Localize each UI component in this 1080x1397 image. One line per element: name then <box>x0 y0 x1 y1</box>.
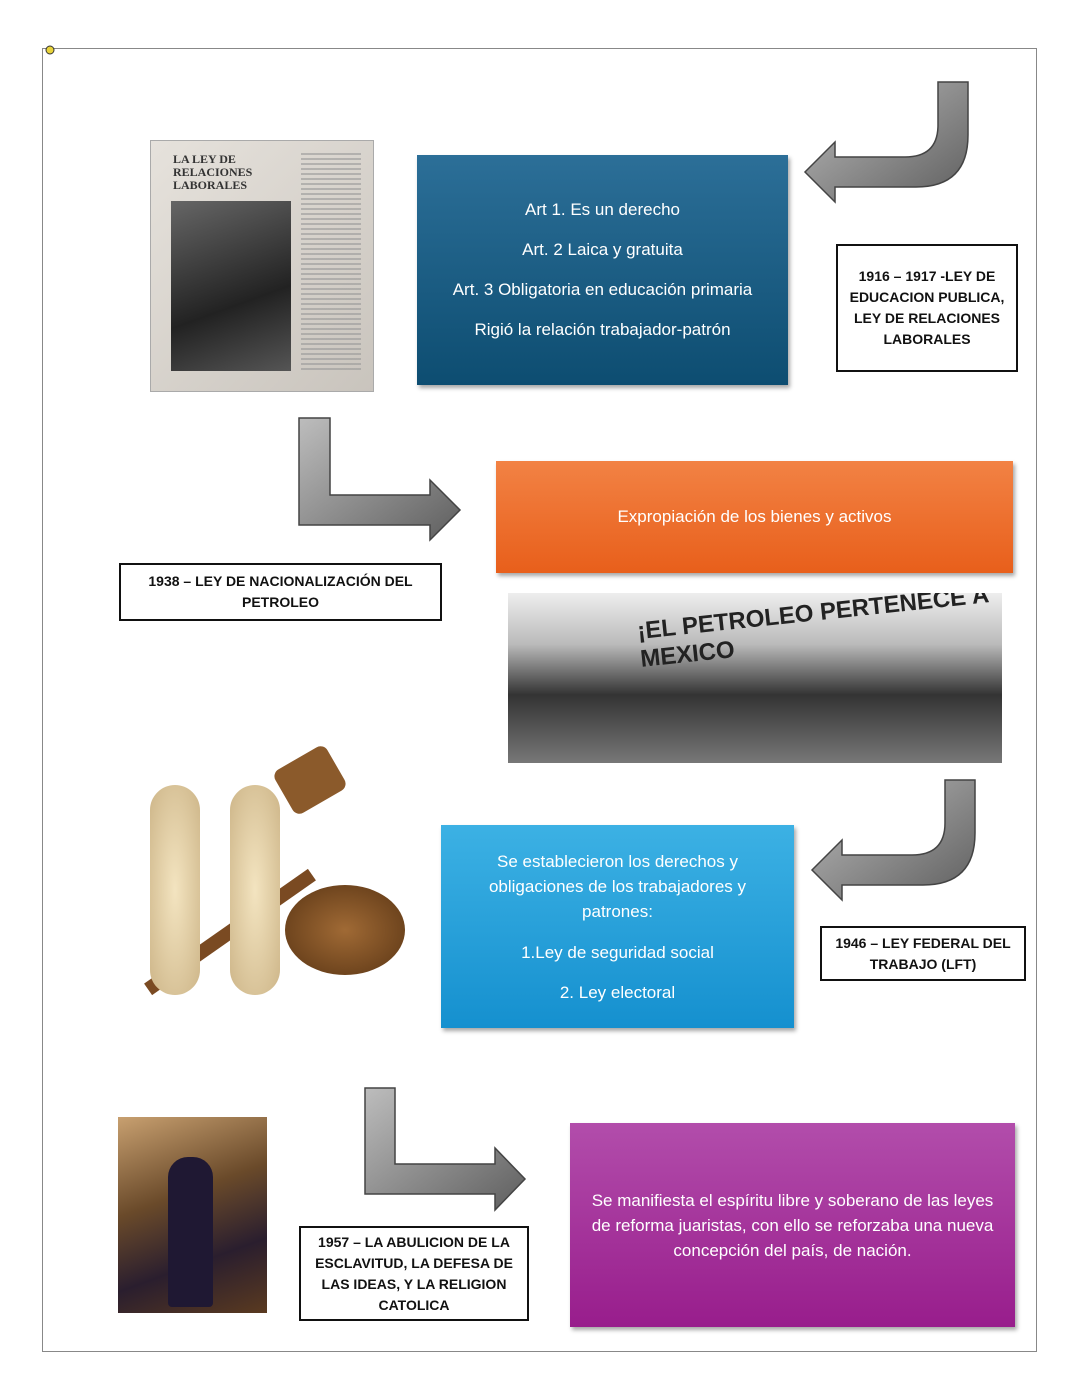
text-line: 2. Ley electoral <box>559 983 676 1002</box>
newspaper-image: LA LEY DE RELACIONES LABORALES <box>150 140 374 392</box>
text-line: Art. 2 Laica y gratuita <box>522 240 683 259</box>
text-line: Rigió la relación trabajador-patrón <box>474 320 731 339</box>
text-line: Se establecieron los derechos y obligaci… <box>488 852 747 921</box>
oil-protest-photo: ¡EL PETROLEO PERTENECE A MEXICO <box>508 593 1002 763</box>
text-line: Se manifiesta el espíritu libre y sobera… <box>591 1190 994 1260</box>
gavel-handshake-image <box>130 745 408 1018</box>
text-line: Expropiación de los bienes y activos <box>617 507 892 526</box>
text-line: 1.Ley de seguridad social <box>521 943 714 962</box>
curved-arrow-left-icon <box>810 779 976 902</box>
newspaper-columns <box>301 153 361 373</box>
info-box-1938: Expropiación de los bienes y activos <box>496 461 1013 573</box>
label-1957: 1957 – LA ABULICION DE LA ESCLAVITUD, LA… <box>299 1226 529 1321</box>
text-line: Art. 3 Obligatoria en educación primaria <box>452 280 753 299</box>
elbow-arrow-right-icon <box>364 1087 527 1212</box>
info-box-1957: Se manifiesta el espíritu libre y sobera… <box>570 1123 1015 1327</box>
worker-photo <box>171 201 291 371</box>
label-1946: 1946 – LEY FEDERAL DEL TRABAJO (LFT) <box>820 926 1026 981</box>
page-border <box>42 48 1037 1352</box>
historical-painting <box>118 1117 267 1313</box>
label-1938: 1938 – LEY DE NACIONALIZACIÓN DEL PETROL… <box>119 563 442 621</box>
curved-arrow-left-icon <box>803 81 969 204</box>
pin-icon <box>45 45 55 55</box>
label-1916: 1916 – 1917 -LEY DE EDUCACION PUBLICA, L… <box>836 244 1018 372</box>
text-line: Art 1. Es un derecho <box>525 200 680 219</box>
info-box-1946: Se establecieron los derechos y obligaci… <box>441 825 794 1028</box>
info-box-1916: Art 1. Es un derecho Art. 2 Laica y grat… <box>417 155 788 385</box>
elbow-arrow-right-icon <box>298 417 462 542</box>
